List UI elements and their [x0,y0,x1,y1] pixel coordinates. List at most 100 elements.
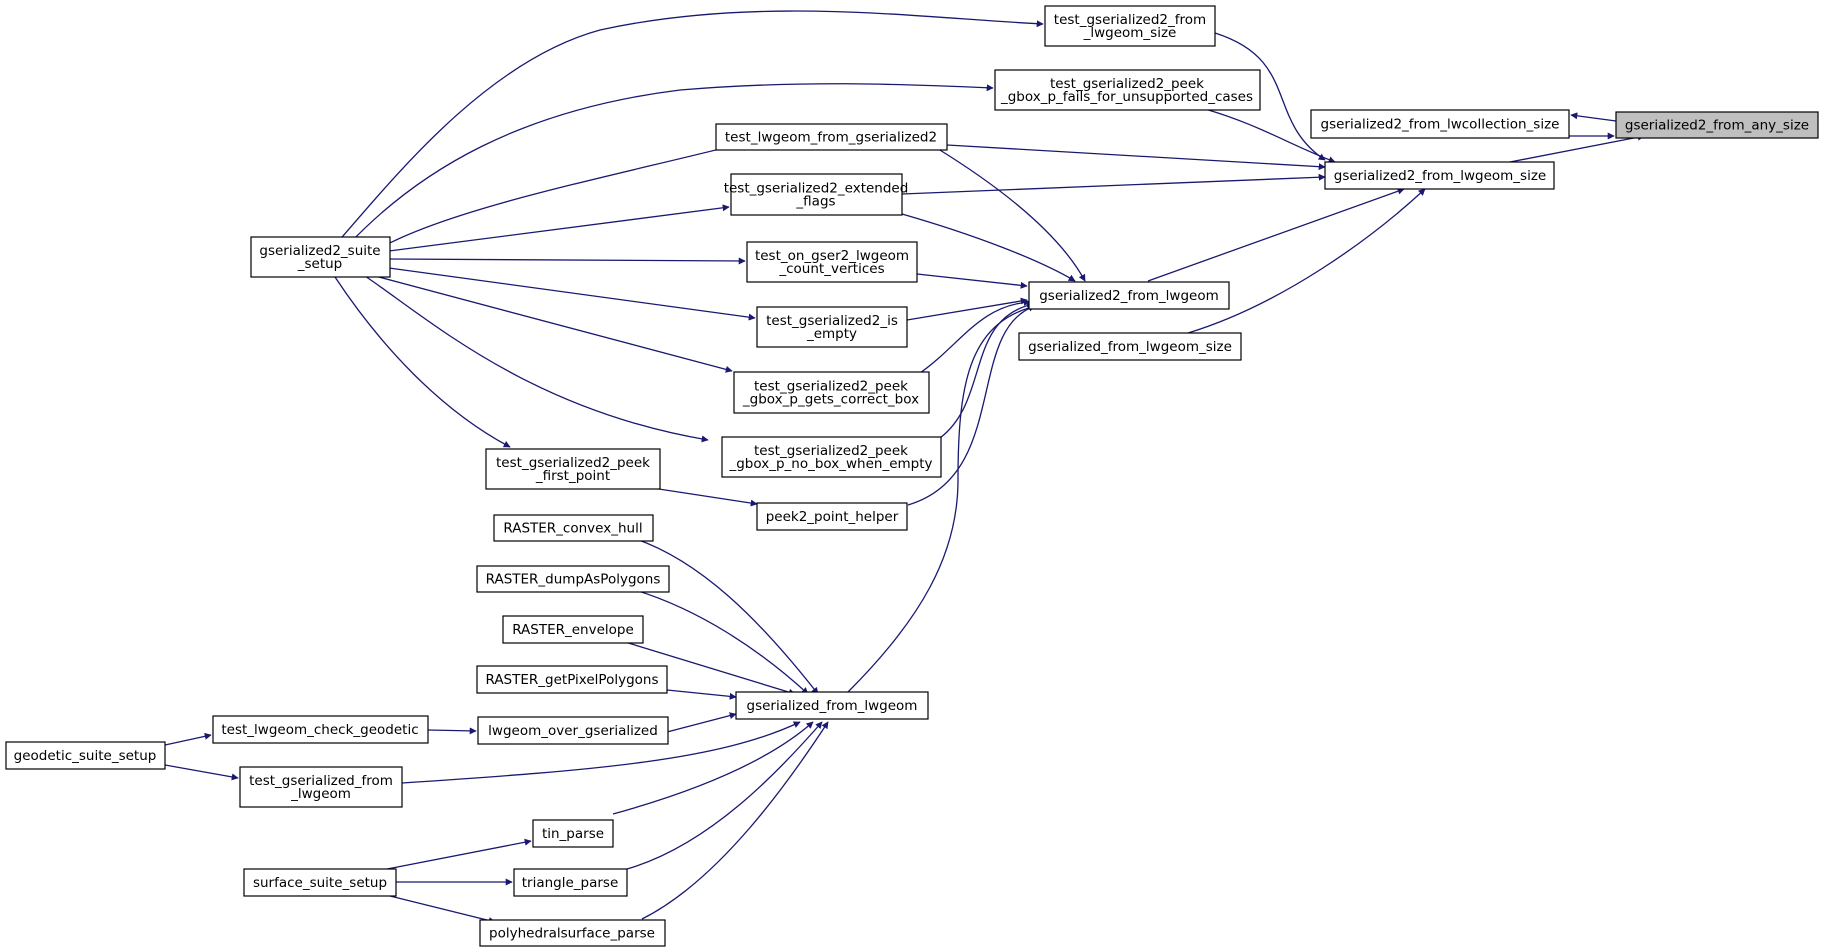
edge-p2ph-to-g2lw [907,304,1036,506]
node-label: geodetic_suite_setup [14,748,157,764]
edge-tef-to-g2lw [901,213,1076,282]
edge-tgfl-to-gflw [401,721,801,784]
node-label-line: test_gserialized2_from [1054,12,1206,28]
edge-g2ss-to-tlfg [381,136,765,248]
edge-rch-to-gflw [632,537,819,695]
node-test-peek-gbox-gets-correct-box[interactable]: test_gserialized2_peek_gbox_p_gets_corre… [733,371,930,414]
node-label: gserialized2_from_any_size [1625,118,1809,134]
node-label-line: _count_vertices [778,261,884,277]
edge-g2ss-to-tfls [336,10,1044,244]
edge-g2ss-to-tocv [388,257,746,265]
node-label-line: tin_parse [542,826,604,842]
edge-logs-to-gflw [666,712,737,733]
node-label-line: gserialized2_from_lwgeom [1039,288,1219,304]
node-triangle-parse[interactable]: triangle_parse [513,868,628,897]
node-geodetic-suite-setup[interactable]: geodetic_suite_setup [5,741,166,770]
edge-gss-to-tgfl [164,764,239,781]
node-label-line: gserialized2_suite [259,243,380,259]
node-label: test_gserialized2_is_empty [766,313,898,342]
node-label: test_gserialized2_peek_gbox_p_fails_for_… [1000,76,1253,105]
node-label: tin_parse [542,826,604,842]
node-label: gserialized2_suite_setup [259,243,380,272]
node-label-line: gserialized2_from_any_size [1625,118,1809,134]
node-test-gserialized2-extended-flags[interactable]: test_gserialized2_extended_flags [724,173,909,216]
edge-tlcg-to-logs [427,727,477,735]
edge-tocv-to-g2lw [916,273,1028,289]
node-lwgeom-over-gserialized[interactable]: lwgeom_over_gserialized [477,716,669,745]
node-label-line: test_gserialized2_peek [754,379,908,395]
node-label: peek2_point_helper [766,509,899,525]
node-label-line: RASTER_getPixelPolygons [485,672,658,688]
edge-renv-to-gflw [624,641,796,696]
node-raster-get-pixel-polygons[interactable]: RASTER_getPixelPolygons [476,665,668,694]
node-test-gserialized2-from-lwgeom-size[interactable]: test_gserialized2_from_lwgeom_size [1044,5,1216,47]
edge-rdp-to-gflw [634,589,809,695]
edge-tie-to-g2lw [906,297,1028,321]
node-gserialized-from-lwgeom[interactable]: gserialized_from_lwgeom [735,691,929,720]
node-label-line: test_lwgeom_check_geodetic [221,722,418,738]
edge-gflw-to-g2lw [847,302,1041,693]
node-label-line: triangle_parse [522,875,619,891]
node-label-line: RASTER_envelope [512,622,634,638]
edge-g2ss-to-tpfu [349,83,994,244]
node-label: RASTER_convex_hull [503,521,642,537]
node-test-gserialized2-peek-first-point[interactable]: test_gserialized2_peek_first_point [485,448,661,490]
edge-rgpp-to-gflw [666,689,737,700]
edge-tpfu-to-lwgsize [1204,108,1336,164]
node-label-line: geodetic_suite_setup [14,748,157,764]
edge-tfls-to-lwgsize [1214,32,1326,161]
node-label-line: _flags [795,194,835,210]
node-label: test_gserialized2_extended_flags [724,181,909,210]
node-label: RASTER_dumpAsPolygons [486,572,661,588]
node-gserialized2-from-lwcollection-size[interactable]: gserialized2_from_lwcollection_size [1310,109,1570,139]
edge-sss-to-polp [381,893,496,924]
node-test-lwgeom-from-gserialized2[interactable]: test_lwgeom_from_gserialized2 [715,123,948,151]
node-label-line: gserialized2_from_lwgeom_size [1334,168,1546,184]
node-tin-parse[interactable]: tin_parse [532,819,614,848]
node-label-line: RASTER_dumpAsPolygons [486,572,661,588]
node-label-line: peek2_point_helper [766,509,899,525]
node-test-on-gser2-lwgeom-count-vertices[interactable]: test_on_gser2_lwgeom_count_vertices [746,241,918,283]
edge-g2ss-to-tie [388,267,756,321]
node-polyhedralsurface-parse[interactable]: polyhedralsurface_parse [479,919,666,947]
node-test-gserialized-from-lwgeom[interactable]: test_gserialized_from_lwgeom [239,766,403,808]
node-test-peek-gbox-fails-unsupported[interactable]: test_gserialized2_peek_gbox_p_fails_for_… [994,69,1261,111]
edge-tinp-to-gflw [612,721,814,815]
edge-gss-to-tlcg [164,732,212,746]
node-raster-dump-as-polygons[interactable]: RASTER_dumpAsPolygons [476,565,670,593]
node-label: gserialized2_from_lwgeom [1039,288,1219,304]
edge-g2ss-to-tpgc [374,275,733,373]
edge-polp-to-gflw [641,721,829,920]
node-label: lwgeom_over_gserialized [488,723,658,739]
node-label-line: test_lwgeom_from_gserialized2 [725,130,937,146]
node-raster-convex-hull[interactable]: RASTER_convex_hull [493,514,654,542]
node-label-line: _gbox_p_fails_for_unsupported_cases [1000,89,1253,105]
node-test-lwgeom-check-geodetic[interactable]: test_lwgeom_check_geodetic [212,715,429,744]
node-test-gserialized2-is-empty[interactable]: test_gserialized2_is_empty [756,306,908,348]
edge-tef-to-lwgsize [901,173,1326,195]
node-gserialized2-from-lwgeom[interactable]: gserialized2_from_lwgeom [1028,281,1230,310]
node-label: triangle_parse [522,875,619,891]
nodes: gserialized2_from_any_size gserialized2_… [5,5,1819,947]
node-label: test_gserialized2_peek_first_point [496,455,650,484]
node-gserialized-from-lwgeom-size[interactable]: gserialized_from_lwgeom_size [1018,332,1242,361]
node-label-line: test_gserialized2_is [766,313,898,329]
node-label-line: _lwgeom [290,786,351,802]
node-label-line: test_gserialized2_peek [754,443,908,459]
node-label-line: test_on_gser2_lwgeom [755,248,909,264]
edges [164,10,1645,924]
node-label: test_on_gser2_lwgeom_count_vertices [755,248,909,277]
node-label-line: _lwgeom_size [1083,25,1177,41]
node-peek2-point-helper[interactable]: peek2_point_helper [756,502,908,531]
node-gserialized2-from-lwgeom-size[interactable]: gserialized2_from_lwgeom_size [1324,161,1555,190]
node-label: gserialized_from_lwgeom [747,698,918,714]
edge-tlfg-to-lwgsize [946,144,1326,171]
edge-tpnb-to-g2lw [939,302,1034,439]
node-label: surface_suite_setup [253,875,387,891]
node-raster-envelope[interactable]: RASTER_envelope [502,615,644,644]
node-test-peek-gbox-no-box-when-empty[interactable]: test_gserialized2_peek_gbox_p_no_box_whe… [721,436,942,478]
node-gserialized2-suite-setup[interactable]: gserialized2_suite_setup [250,236,391,278]
node-surface-suite-setup[interactable]: surface_suite_setup [243,868,397,897]
node-gserialized2-from-any-size[interactable]: gserialized2_from_any_size [1615,111,1819,139]
